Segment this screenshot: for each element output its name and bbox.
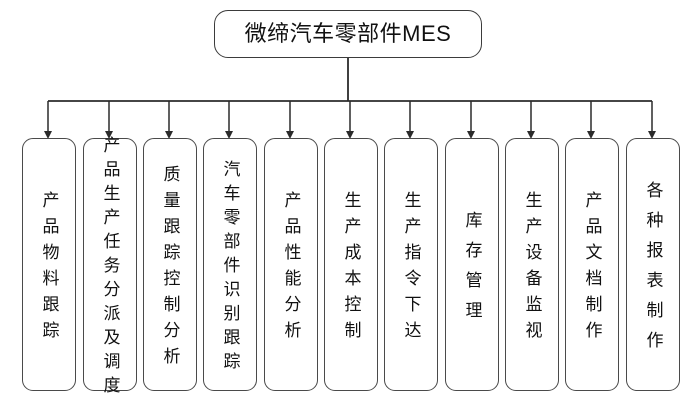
leaf-node-2[interactable]: 产品生产任务分派及调度: [83, 136, 137, 400]
leaf-node-label: 生产设备监视: [522, 191, 542, 347]
leaf-node-label: 库存管理: [462, 211, 482, 331]
root-node-label: 微缔汽车零部件MES: [244, 21, 452, 46]
leaf-node-4[interactable]: 汽车零部件识别跟踪: [203, 138, 257, 391]
leaf-node-10[interactable]: 产品文档制作: [565, 138, 619, 391]
leaf-node-label: 汽车零部件识别跟踪: [220, 160, 240, 376]
leaf-node-label: 产品生产任务分派及调度: [100, 136, 120, 400]
leaf-node-label: 生产成本控制: [341, 191, 361, 347]
arrowhead: [467, 131, 475, 139]
leaf-node-label: 质量跟踪控制分析: [160, 165, 180, 373]
leaf-node-label: 产品物料跟踪: [39, 191, 59, 347]
arrowhead: [406, 131, 414, 139]
arrowhead: [527, 131, 535, 139]
arrowhead: [105, 131, 113, 139]
arrowhead: [165, 131, 173, 139]
leaf-node-label: 各种报表制作: [643, 181, 663, 361]
leaf-node-1[interactable]: 产品物料跟踪: [22, 138, 76, 391]
leaf-node-11[interactable]: 各种报表制作: [626, 138, 680, 391]
leaf-node-3[interactable]: 质量跟踪控制分析: [143, 138, 197, 391]
arrowhead: [225, 131, 233, 139]
arrowhead: [648, 131, 656, 139]
leaf-node-6[interactable]: 生产成本控制: [324, 138, 378, 391]
arrowhead: [286, 131, 294, 139]
leaf-node-5[interactable]: 产品性能分析: [264, 138, 318, 391]
leaf-node-label: 产品性能分析: [281, 191, 301, 347]
arrowhead: [587, 131, 595, 139]
arrowhead: [44, 131, 52, 139]
leaf-node-9[interactable]: 生产设备监视: [505, 138, 559, 391]
leaf-node-7[interactable]: 生产指令下达: [384, 138, 438, 391]
arrowhead: [346, 131, 354, 139]
root-node[interactable]: 微缔汽车零部件MES: [214, 10, 482, 58]
leaf-node-8[interactable]: 库存管理: [445, 138, 499, 391]
leaf-node-label: 生产指令下达: [401, 191, 421, 347]
leaf-node-label: 产品文档制作: [582, 191, 602, 347]
